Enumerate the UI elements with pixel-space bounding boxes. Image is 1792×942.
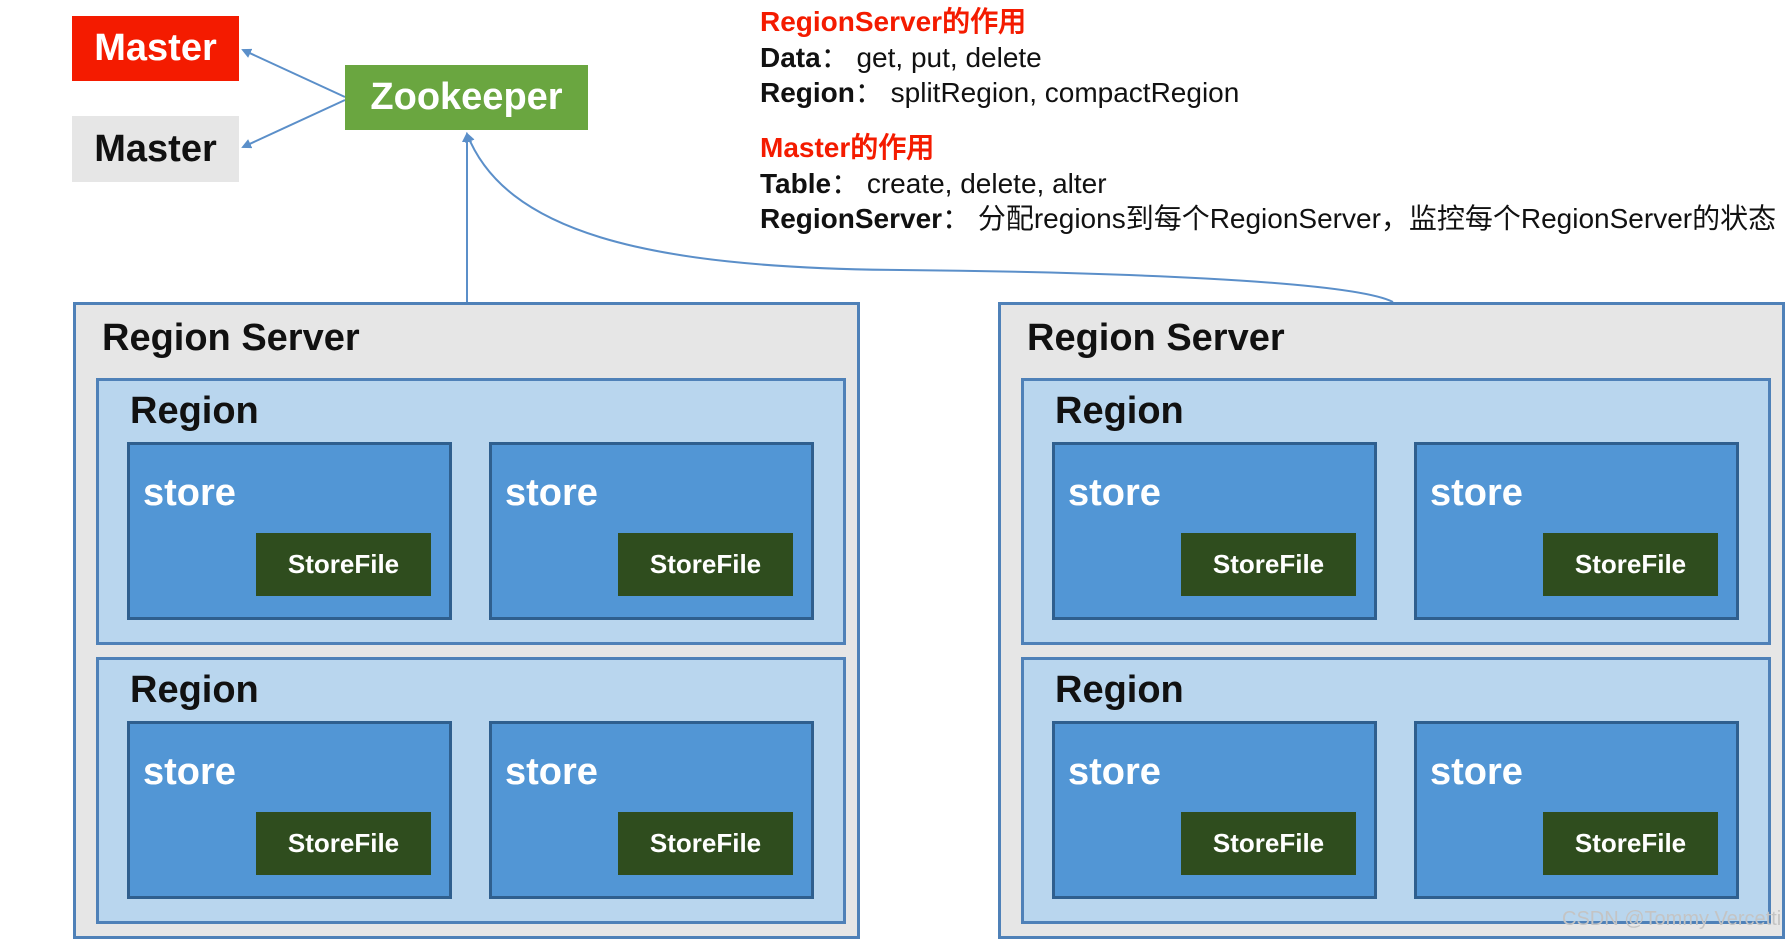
store-label: store [505, 472, 598, 514]
watermark: CSDN @Tommy Vercetti [1562, 908, 1782, 930]
store-box: store StoreFile [127, 442, 452, 620]
store-label: store [1430, 472, 1523, 514]
storefile-box: StoreFile [618, 812, 793, 875]
zookeeper-label: Zookeeper [370, 76, 563, 118]
region-2-2: Region store StoreFile store StoreFile [1021, 657, 1771, 924]
region-1-1: Region store StoreFile store StoreFile [96, 378, 846, 645]
note-table-key: Table [760, 168, 832, 199]
storefile-box: StoreFile [618, 533, 793, 596]
master-standby-node: Master [72, 116, 239, 182]
note-regionserver-value: ： 分配regions到每个RegionServer，监控每个RegionSer… [942, 203, 1777, 234]
store-box: store StoreFile [1052, 442, 1377, 620]
note-table-value: ： create, delete, alter [831, 168, 1107, 199]
store-box: store StoreFile [1052, 721, 1377, 899]
store-box: store StoreFile [489, 721, 814, 899]
note-data-value: ： get, put, delete [820, 42, 1042, 73]
region-title: Region [1055, 669, 1184, 711]
note-data: Data： get, put, delete [760, 36, 1042, 76]
zookeeper-to-master-standby-arrow [241, 99, 346, 149]
region-title: Region [1055, 390, 1184, 432]
note-region-key: Region [760, 77, 855, 108]
note-regionserver: RegionServer： 分配regions到每个RegionServer，监… [760, 197, 1776, 237]
store-label: store [1068, 472, 1161, 514]
storefile-box: StoreFile [256, 533, 431, 596]
store-label: store [1430, 751, 1523, 793]
storefile-box: StoreFile [1181, 812, 1356, 875]
zookeeper-to-master-active-arrow [241, 48, 346, 98]
store-label: store [143, 472, 236, 514]
region-server-2: Region Server Region store StoreFile sto… [998, 302, 1785, 939]
region-title: Region [130, 669, 259, 711]
zookeeper-node: Zookeeper [345, 65, 588, 130]
region-title: Region [130, 390, 259, 432]
storefile-box: StoreFile [1181, 533, 1356, 596]
store-box: store StoreFile [489, 442, 814, 620]
note-data-key: Data [760, 42, 821, 73]
note-region: Region： splitRegion, compactRegion [760, 71, 1239, 111]
master-active-label: Master [94, 27, 217, 69]
store-label: store [143, 751, 236, 793]
storefile-box: StoreFile [1543, 533, 1718, 596]
notes-panel: RegionServer的作用 Data： get, put, delete R… [760, 0, 1792, 240]
master-role-heading: Master的作用 [760, 132, 935, 163]
storefile-box: StoreFile [1543, 812, 1718, 875]
store-label: store [505, 751, 598, 793]
regionserver-role-heading: RegionServer的作用 [760, 6, 1027, 37]
master-active-node: Master [72, 16, 239, 81]
region-server-1: Region Server Region store StoreFile sto… [73, 302, 860, 939]
region-server-title: Region Server [1027, 317, 1285, 359]
note-region-value: ： splitRegion, compactRegion [854, 77, 1240, 108]
store-box: store StoreFile [1414, 442, 1739, 620]
store-box: store StoreFile [127, 721, 452, 899]
region-1-2: Region store StoreFile store StoreFile [96, 657, 846, 924]
note-regionserver-key: RegionServer [760, 203, 943, 234]
master-standby-label: Master [94, 127, 217, 170]
storefile-box: StoreFile [256, 812, 431, 875]
region-2-1: Region store StoreFile store StoreFile [1021, 378, 1771, 645]
region-server-title: Region Server [102, 317, 360, 359]
store-label: store [1068, 751, 1161, 793]
note-table: Table： create, delete, alter [760, 162, 1107, 202]
store-box: store StoreFile [1414, 721, 1739, 899]
